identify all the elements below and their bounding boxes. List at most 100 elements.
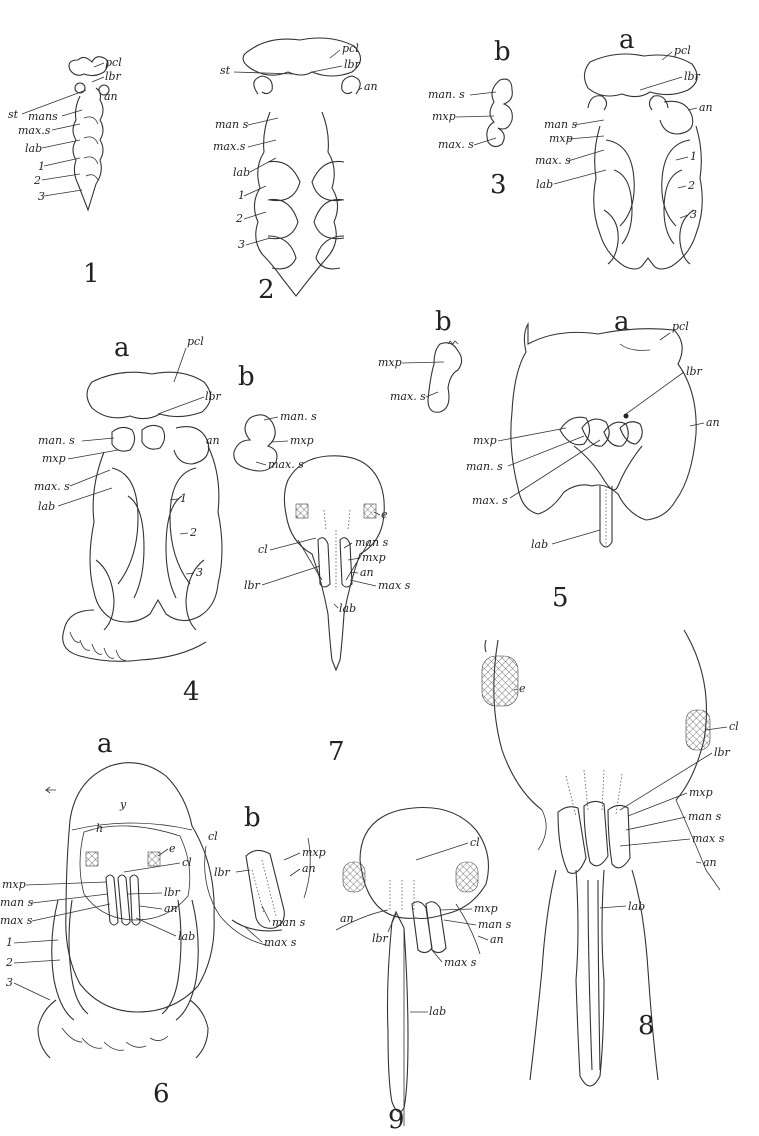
fig4-letter-b: b — [238, 362, 255, 392]
fig2-label-maxs: max.s — [213, 140, 246, 153]
fig3-letter-a: a — [619, 25, 635, 55]
fig2-label-pcl: pcl — [342, 42, 359, 55]
figure-5: b mxp max. s a pcl lbr an mxp man. s max… — [378, 307, 720, 613]
fig6b-label-mxp: mxp — [302, 846, 326, 859]
fig5a-label-mxp: mxp — [473, 434, 497, 447]
fig6a-label-e: e — [169, 842, 176, 855]
fig7-label-maxs: max s — [378, 579, 411, 592]
fig2-label-1: 1 — [238, 189, 245, 202]
fig9-label-maxs: max s — [444, 956, 477, 969]
fig6b-label-an: an — [302, 862, 316, 875]
fig9-label-an-left: an — [340, 912, 354, 925]
fig6-number: 6 — [153, 1079, 170, 1109]
fig6a-label-cl: cl — [182, 856, 192, 869]
fig4a-label-2: 2 — [189, 526, 197, 539]
fig4a-label-lbr: lbr — [205, 390, 222, 403]
fig1-label-an: an — [104, 90, 118, 103]
fig5b-label-mxp: mxp — [378, 356, 402, 369]
fig3a-label-an: an — [699, 101, 713, 114]
fig9-label-mxp: mxp — [474, 902, 498, 915]
fig5b-label-maxs: max. s — [390, 390, 426, 403]
fig3a-label-maxs: max. s — [535, 154, 571, 167]
fig4b-label-mans: man. s — [280, 410, 317, 423]
fig9-label-lab: lab — [429, 1005, 446, 1018]
fig7-label-e: e — [381, 508, 388, 521]
fig5-number: 5 — [552, 583, 569, 613]
fig3a-label-1: 1 — [690, 150, 697, 163]
figure-1: pcl lbr an st mans max.s lab 1 2 3 1 — [8, 56, 122, 289]
fig2-label-3: 3 — [238, 238, 245, 251]
fig8-label-e: e — [519, 682, 526, 695]
fig6a-label-an: an — [164, 902, 178, 915]
fig5a-label-maxs: max. s — [472, 494, 508, 507]
fig4a-label-1: 1 — [180, 492, 187, 505]
fig7-label-mxp: mxp — [362, 551, 386, 564]
fig1-label-st: st — [8, 108, 19, 121]
fig7-label-mans: man s — [355, 536, 389, 549]
fig1-label-2: 2 — [33, 174, 41, 187]
fig6b-label-lbr: lbr — [214, 866, 231, 879]
fig3a-label-lbr: lbr — [684, 70, 701, 83]
fig6b-label-maxs: max s — [264, 936, 297, 949]
fig3-number: 3 — [490, 170, 507, 200]
fig3a-label-3: 3 — [690, 208, 697, 221]
fig6-letter-b: b — [244, 803, 261, 833]
fig3a-label-mxp: mxp — [549, 132, 573, 145]
fig1-label-lab: lab — [25, 142, 42, 155]
fig8-label-maxs: max s — [692, 832, 725, 845]
fig3b-label-mans: man. s — [428, 88, 465, 101]
fig3a-label-2: 2 — [687, 179, 695, 192]
fig5a-label-lab: lab — [531, 538, 548, 551]
fig6a-label-2: 2 — [5, 956, 13, 969]
fig9-label-mans: man s — [478, 918, 512, 931]
fig5-letter-a: a — [614, 307, 630, 337]
fig4a-label-mxp: mxp — [42, 452, 66, 465]
figure-2: pcl lbr st an man s max.s lab 1 2 3 2 — [213, 38, 378, 305]
fig8-label-an: an — [703, 856, 717, 869]
fig6a-label-lab: lab — [178, 930, 195, 943]
fig6a-label-3: 3 — [6, 976, 13, 989]
fig2-number: 2 — [258, 275, 275, 305]
fig4a-label-pcl: pcl — [187, 335, 204, 348]
fig2-label-an: an — [364, 80, 378, 93]
fig6b-label-mans: man s — [272, 916, 306, 929]
fig4-number: 4 — [183, 677, 200, 707]
fig3b-label-mxp: mxp — [432, 110, 456, 123]
fig4a-label-an: an — [206, 434, 220, 447]
fig3a-label-mans: man s — [544, 118, 578, 131]
fig6a-label-h: h — [96, 822, 103, 835]
fig2-label-st: st — [220, 64, 231, 77]
fig3a-label-lab: lab — [536, 178, 553, 191]
fig8-label-cl: cl — [729, 720, 739, 733]
fig1-label-maxs: max.s — [18, 124, 51, 137]
fig7-number: 7 — [328, 737, 345, 767]
fig1-label-pcl: pcl — [105, 56, 122, 69]
fig2-label-lab: lab — [233, 166, 250, 179]
fig4a-label-maxs: max. s — [34, 480, 70, 493]
fig9-label-lbr: lbr — [372, 932, 389, 945]
fig6a-label-mans: man s — [0, 896, 34, 909]
fig7-label-lab: lab — [339, 602, 356, 615]
fig9-label-cl: cl — [470, 836, 480, 849]
fig1-label-mans: mans — [28, 110, 58, 123]
fig4b-label-maxs: max. s — [268, 458, 304, 471]
figure-7: e cl man s mxp an max s lbr lab 7 — [244, 456, 411, 767]
fig6a-label-y: y — [119, 798, 127, 811]
fig4a-label-3: 3 — [196, 566, 203, 579]
fig7-label-cl: cl — [258, 543, 268, 556]
fig2-label-lbr: lbr — [344, 58, 361, 71]
figure-3: b man. s mxp max. s 3 a pcl lbr an man s… — [428, 25, 713, 269]
fig5a-label-mans: man. s — [466, 460, 503, 473]
fig2-label-2: 2 — [235, 212, 243, 225]
fig3b-label-maxs: max. s — [438, 138, 474, 151]
fig8-label-lab: lab — [628, 900, 645, 913]
fig6a-label-mxp: mxp — [2, 878, 26, 891]
figure-8: e cl lbr mxp man s max s an lab 8 — [482, 630, 739, 1086]
fig8-label-mans: man s — [688, 810, 722, 823]
fig3a-label-pcl: pcl — [674, 44, 691, 57]
fig1-label-3: 3 — [38, 190, 45, 203]
figure-6: a y h e cl mxp man s max s lbr an lab 1 … — [0, 729, 326, 1109]
fig6a-label-maxs: max s — [0, 914, 33, 927]
fig8-number: 8 — [638, 1011, 655, 1041]
